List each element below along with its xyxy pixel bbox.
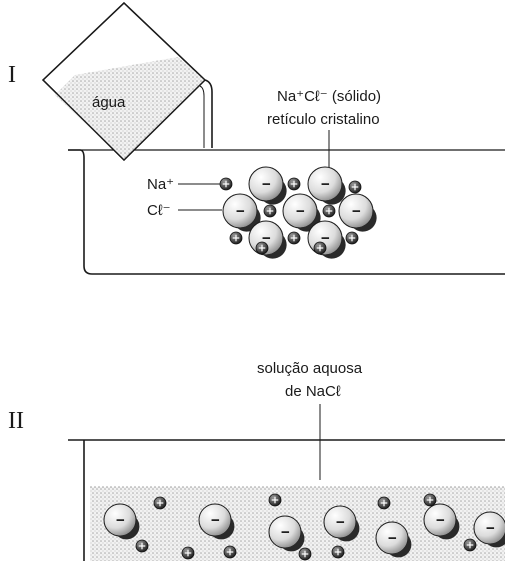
sodium-label: Na⁺: [147, 176, 174, 193]
chloride-charge-sign: −: [436, 512, 445, 529]
beaker-label: água: [92, 94, 126, 111]
chloride-charge-sign: −: [352, 203, 361, 220]
container-two: [68, 439, 505, 561]
chloride-charge-sign: −: [262, 176, 271, 193]
chloride-charge-sign: −: [321, 230, 330, 247]
chloride-ion-icon: −: [103, 503, 140, 540]
panel-two-roman-numeral: II: [8, 408, 24, 434]
chloride-ion-icon: −: [248, 220, 287, 259]
sodium-ion-icon: [345, 231, 359, 245]
sodium-ion-icon: [287, 231, 301, 245]
chloride-ion-icon: −: [248, 166, 287, 205]
sodium-ion-icon: [219, 177, 233, 191]
sodium-ion-icon: [229, 231, 243, 245]
solution-label-line2: de NaCℓ: [285, 383, 341, 400]
chloride-charge-sign: −: [296, 203, 305, 220]
chloride-charge-sign: −: [486, 520, 495, 537]
sodium-ion-icon: [348, 180, 362, 194]
chloride-ion-icon: −: [198, 503, 235, 540]
chloride-ion-icon: −: [338, 193, 377, 232]
sodium-ion-icon: [313, 241, 327, 255]
chloride-label: Cℓ⁻: [147, 202, 171, 219]
chloride-ion-icon: −: [307, 166, 346, 205]
sodium-ion-icon: [322, 204, 336, 218]
beaker-icon: água: [41, 2, 213, 161]
sodium-ion-icon: [263, 204, 277, 218]
crystal-lattice: −−−−−−−: [219, 166, 377, 259]
sodium-ion-icon: [181, 546, 195, 560]
chloride-charge-sign: −: [281, 524, 290, 541]
panel-one: I água Na⁺Cℓ⁻ (sólido) retículo cristali…: [8, 2, 505, 275]
crystal-label-line1: Na⁺Cℓ⁻ (sólido): [277, 88, 381, 105]
chloride-charge-sign: −: [336, 514, 345, 531]
dissolved-ions: − − − − − − −: [103, 493, 505, 561]
chloride-charge-sign: −: [388, 530, 397, 547]
chloride-charge-sign: −: [211, 512, 220, 529]
chloride-charge-sign: −: [321, 176, 330, 193]
chloride-ion-icon: −: [323, 505, 360, 542]
sodium-ion-icon: [423, 493, 437, 507]
sodium-ion-icon: [377, 496, 391, 510]
sodium-ion-icon: [287, 177, 301, 191]
chloride-charge-sign: −: [116, 512, 125, 529]
sodium-ion-icon: [298, 547, 312, 561]
sodium-ion-icon: [255, 241, 269, 255]
sodium-ion-icon: [223, 545, 237, 559]
chloride-charge-sign: −: [236, 203, 245, 220]
panel-two: II solução aquosa de NaCℓ − − − − − − −: [8, 360, 505, 561]
sodium-ion-icon: [463, 538, 477, 552]
panel-one-roman-numeral: I: [8, 62, 16, 88]
sodium-ion-icon: [135, 539, 149, 553]
sodium-ion-icon: [268, 493, 282, 507]
solution-label-line1: solução aquosa: [257, 360, 363, 377]
chloride-charge-sign: −: [262, 230, 271, 247]
chloride-ion-icon: −: [375, 521, 412, 558]
sodium-ion-icon: [153, 496, 167, 510]
crystal-label-line2: retículo cristalino: [267, 111, 380, 128]
chloride-ion-icon: −: [423, 503, 460, 540]
chloride-ion-icon: −: [473, 511, 505, 548]
chloride-ion-icon: −: [268, 515, 305, 552]
chloride-ion-icon: −: [307, 220, 346, 259]
sodium-ion-icon: [331, 545, 345, 559]
